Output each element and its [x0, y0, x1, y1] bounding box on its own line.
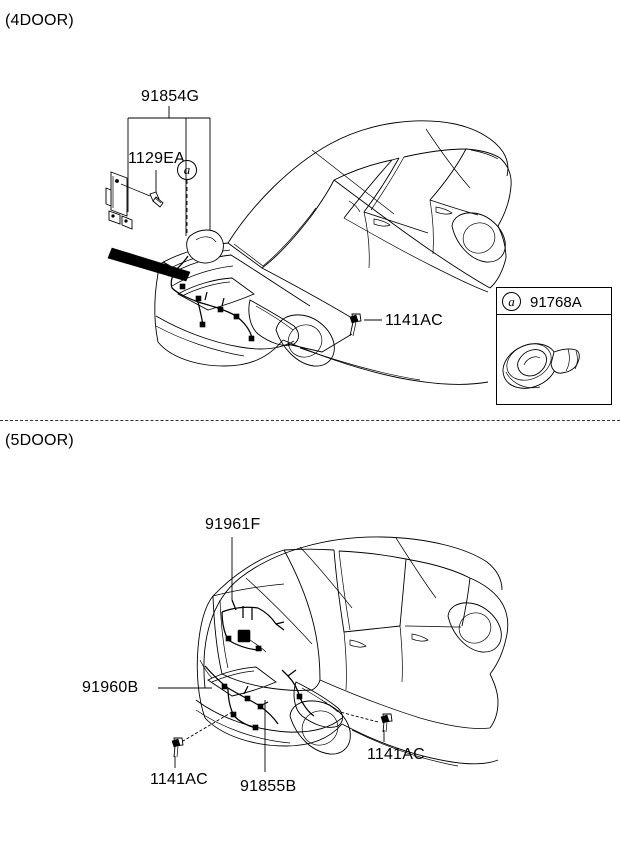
wiring-harness-91961F	[221, 599, 285, 653]
part-screw-1129EA	[149, 191, 164, 208]
leader-bracket-91854G	[127, 106, 211, 256]
callout-91961F: 91961F	[205, 516, 261, 533]
callout-1141AC-4door: 1141AC	[385, 312, 443, 329]
inset-part-number: 91768A	[530, 294, 582, 311]
wiring-harness-91855B	[281, 669, 315, 717]
ref-marker-a-4door: a	[177, 160, 197, 180]
callout-1141AC-5door-right: 1141AC	[367, 746, 425, 763]
section-title-4door: (4DOOR)	[5, 12, 74, 29]
inset-panel-header	[496, 287, 612, 315]
callout-91855B: 91855B	[240, 778, 297, 795]
part-bolt-1141AC-5door-left	[171, 737, 184, 758]
leader-1141AC-5door-left	[174, 711, 233, 768]
section-title-5door: (5DOOR)	[5, 432, 74, 449]
vehicle-4door-sedan	[154, 120, 512, 385]
wiring-harness-91960B	[199, 659, 279, 731]
vehicle-5door-hatchback	[195, 536, 509, 767]
leader-1141AC-5door-right	[321, 699, 385, 742]
callout-91854G: 91854G	[141, 88, 200, 105]
section-divider	[0, 420, 620, 421]
callout-1141AC-5door-left: 1141AC	[150, 771, 208, 788]
part-bolt-1141AC-4door	[349, 313, 362, 337]
leader-1141AC-4door	[286, 319, 382, 353]
wiring-harness-91854G	[107, 229, 255, 342]
callout-91960B: 91960B	[82, 679, 139, 696]
callout-1129EA: 1129EA	[128, 150, 185, 167]
ref-marker-a-inset: a	[502, 292, 521, 311]
part-bolt-1141AC-5door-right	[380, 713, 393, 733]
part-bracket-91854G	[105, 171, 151, 230]
